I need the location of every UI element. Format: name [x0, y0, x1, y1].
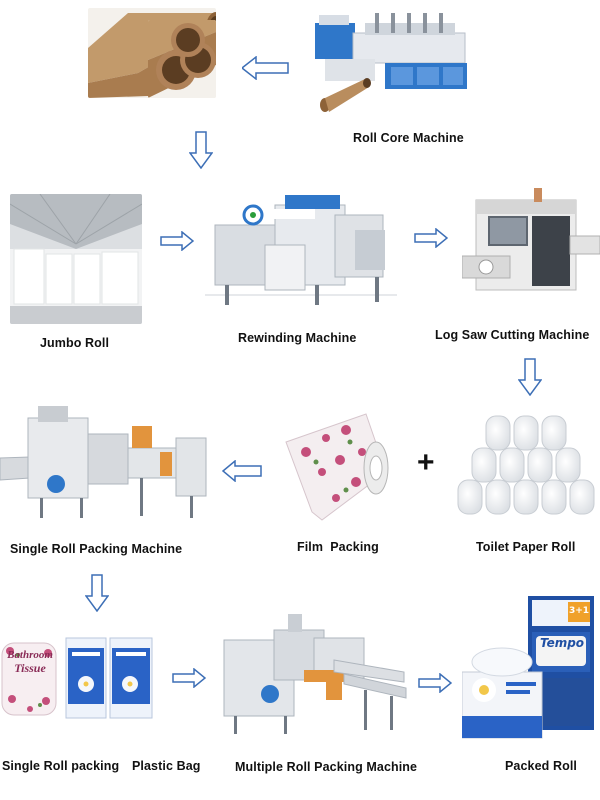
- paper-core-tubes-ends: [148, 20, 216, 98]
- label-roll-core-machine: Roll Core Machine: [353, 131, 464, 145]
- arrow-left-to-cores: [242, 56, 290, 80]
- label-multiple-roll-packing-machine: Multiple Roll Packing Machine: [235, 760, 417, 774]
- arrow-down-to-single-packing: [85, 574, 109, 612]
- label-packed-roll: Packed Roll: [505, 759, 577, 773]
- label-film-packing: Film Packing: [297, 540, 379, 554]
- plastic-bag-image: [64, 632, 154, 724]
- bathroom-word: Bathroom: [4, 650, 56, 661]
- tempo-brand-text: Tempo: [536, 636, 588, 650]
- arrow-down-to-toilet-rolls: [518, 358, 542, 396]
- film-roll-image: [276, 412, 396, 524]
- toilet-paper-rolls-image: [456, 410, 596, 520]
- rewinding-machine-image: [205, 185, 397, 315]
- multiple-roll-packing-machine-image: [214, 610, 409, 740]
- label-toilet-paper-roll: Toilet Paper Roll: [476, 540, 575, 554]
- single-roll-packing-machine-image: [0, 398, 210, 526]
- jumbo-roll-warehouse-image: [10, 194, 142, 324]
- label-log-saw-cutting-machine: Log Saw Cutting Machine: [435, 328, 589, 342]
- arrow-left-to-packing-machine: [222, 460, 262, 482]
- label-single-roll-packing-machine: Single Roll Packing Machine: [10, 542, 182, 556]
- roll-core-machine-image: [305, 5, 475, 115]
- label-jumbo-roll: Jumbo Roll: [40, 336, 109, 350]
- bathroom-tissue-text: Bathroom Tissue: [4, 650, 56, 674]
- arrow-right-to-multi-packing: [172, 668, 206, 688]
- tissue-word: Tissue: [4, 662, 56, 674]
- log-saw-machine-image: [462, 186, 600, 306]
- label-rewinding-machine: Rewinding Machine: [238, 331, 356, 345]
- single-roll-pack-image: [0, 635, 60, 720]
- arrow-right-to-packed-roll: [418, 673, 452, 693]
- plus-sign: +: [417, 448, 435, 478]
- arrow-down-to-rewinding: [189, 131, 213, 169]
- promo-badge: 3+1: [568, 606, 590, 616]
- label-single-roll-packing: Single Roll packing: [2, 759, 119, 773]
- arrow-right-to-rewinding: [160, 231, 194, 251]
- label-plastic-bag: Plastic Bag: [132, 759, 201, 773]
- arrow-right-to-log-saw: [414, 228, 448, 248]
